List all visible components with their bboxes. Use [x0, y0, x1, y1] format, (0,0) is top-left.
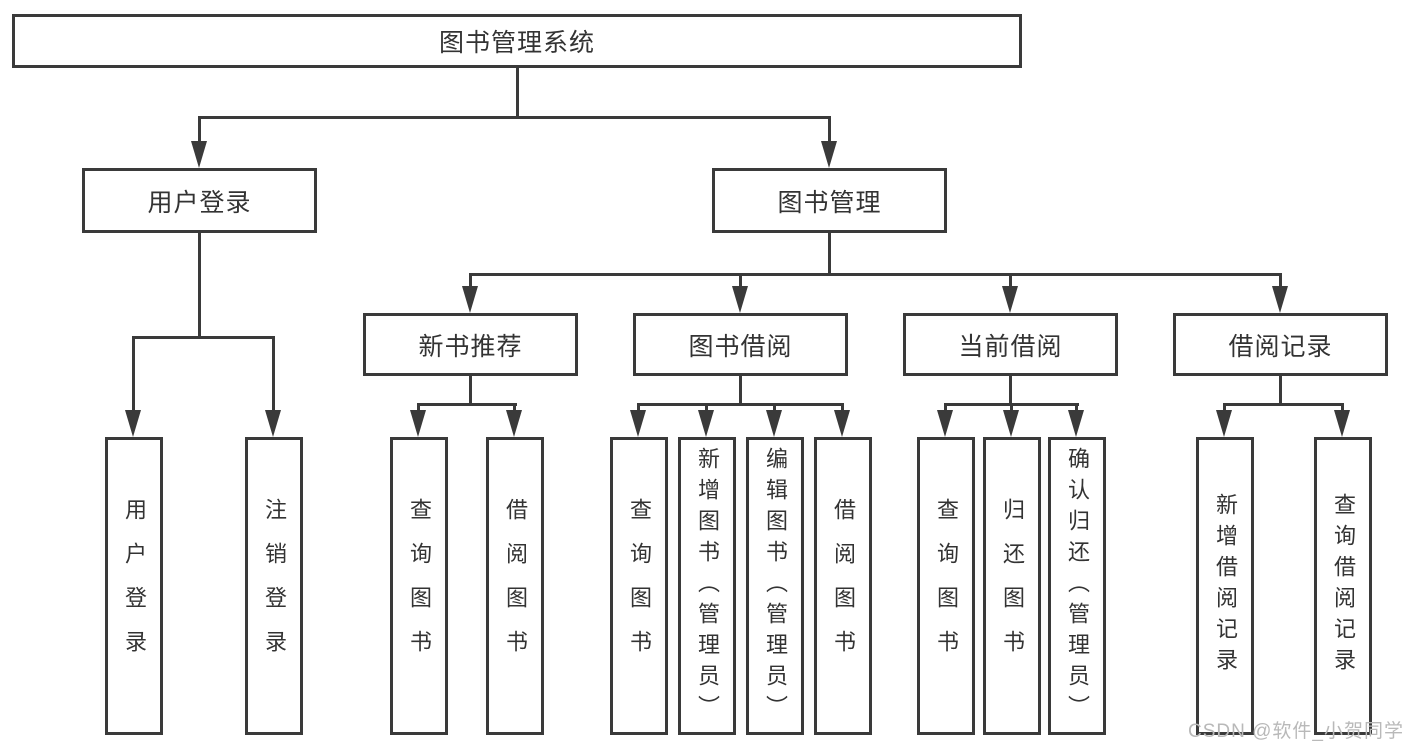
connector — [469, 273, 1282, 276]
leaf-query-books-borrow-label: 查询图书 — [627, 498, 652, 674]
leaf-add-books-admin: 新增图书（管理员） — [678, 437, 736, 735]
connector — [739, 376, 742, 405]
leaf-borrow-books: 借阅图书 — [814, 437, 872, 735]
leaf-confirm-return-admin-label: 确认归还（管理员） — [1065, 446, 1090, 726]
node-book-borrow-label: 图书借阅 — [688, 332, 793, 361]
node-book-management-label: 图书管理 — [777, 188, 882, 217]
leaf-borrow-books-label: 借阅图书 — [831, 498, 856, 674]
arrow-down — [462, 286, 478, 313]
arrow-down — [1334, 410, 1350, 437]
arrow-down — [191, 141, 207, 168]
connector — [841, 403, 844, 413]
connector — [198, 233, 201, 337]
connector — [132, 336, 275, 339]
connector — [132, 336, 135, 412]
leaf-user-login: 用户登录 — [105, 437, 163, 735]
arrow-down — [1216, 410, 1232, 437]
arrow-down — [766, 410, 782, 437]
arrow-down — [698, 410, 714, 437]
arrow-down — [732, 286, 748, 313]
connector — [828, 116, 831, 144]
csdn-watermark: CSDN @软件_小贺同学 — [1188, 721, 1404, 742]
node-current-borrow: 当前借阅 — [903, 313, 1118, 376]
arrow-down — [1002, 286, 1018, 313]
arrow-down — [937, 410, 953, 437]
leaf-query-books-recommend-label: 查询图书 — [407, 498, 432, 674]
node-current-borrow-label: 当前借阅 — [958, 332, 1063, 361]
connector — [1075, 403, 1078, 413]
arrow-down — [1003, 410, 1019, 437]
leaf-query-borrow-record: 查询借阅记录 — [1314, 437, 1372, 735]
connector — [1009, 273, 1012, 289]
connector — [417, 403, 420, 413]
node-root: 图书管理系统 — [12, 14, 1022, 68]
connector — [516, 68, 519, 116]
leaf-borrow-books-recommend-label: 借阅图书 — [503, 498, 528, 674]
connector — [637, 403, 844, 406]
leaf-logout: 注销登录 — [245, 437, 303, 735]
node-borrow-record-label: 借阅记录 — [1228, 332, 1333, 361]
leaf-edit-books-admin-label: 编辑图书（管理员） — [763, 446, 788, 726]
arrow-down — [1068, 410, 1084, 437]
node-user-login: 用户登录 — [82, 168, 317, 233]
arrow-down — [125, 410, 141, 437]
leaf-return-books: 归还图书 — [983, 437, 1041, 735]
connector — [272, 336, 275, 412]
leaf-add-borrow-record-label: 新增借阅记录 — [1213, 493, 1238, 679]
connector — [705, 403, 708, 413]
connector — [1279, 273, 1282, 289]
arrow-down — [630, 410, 646, 437]
leaf-return-books-label: 归还图书 — [1000, 498, 1025, 674]
leaf-confirm-return-admin: 确认归还（管理员） — [1048, 437, 1106, 735]
leaf-logout-label: 注销登录 — [262, 498, 287, 674]
connector — [1010, 403, 1013, 413]
node-root-label: 图书管理系统 — [438, 29, 595, 57]
leaf-add-borrow-record: 新增借阅记录 — [1196, 437, 1254, 735]
arrow-down — [821, 141, 837, 168]
leaf-edit-books-admin: 编辑图书（管理员） — [746, 437, 804, 735]
leaf-add-books-admin-label: 新增图书（管理员） — [695, 446, 720, 726]
connector — [469, 273, 472, 289]
arrow-down — [265, 410, 281, 437]
node-book-borrow: 图书借阅 — [633, 313, 848, 376]
leaf-query-books-current: 查询图书 — [917, 437, 975, 735]
arrow-down — [834, 410, 850, 437]
node-new-book-recommend-label: 新书推荐 — [418, 332, 523, 361]
leaf-query-books-borrow: 查询图书 — [610, 437, 668, 735]
leaf-query-books-current-label: 查询图书 — [934, 498, 959, 674]
connector — [198, 116, 201, 144]
node-book-management: 图书管理 — [712, 168, 947, 233]
connector — [637, 403, 640, 413]
node-new-book-recommend: 新书推荐 — [363, 313, 578, 376]
connector — [773, 403, 776, 413]
leaf-query-borrow-record-label: 查询借阅记录 — [1331, 493, 1356, 679]
arrow-down — [410, 410, 426, 437]
leaf-borrow-books-recommend: 借阅图书 — [486, 437, 544, 735]
arrow-down — [506, 410, 522, 437]
leaf-user-login-label: 用户登录 — [122, 498, 147, 674]
connector — [1223, 403, 1344, 406]
connector — [1223, 403, 1226, 413]
leaf-query-books-recommend: 查询图书 — [390, 437, 448, 735]
node-borrow-record: 借阅记录 — [1173, 313, 1388, 376]
connector — [944, 403, 947, 413]
arrow-down — [1272, 286, 1288, 313]
connector — [198, 116, 831, 119]
connector — [513, 403, 516, 413]
connector — [828, 233, 831, 276]
connector — [739, 273, 742, 289]
connector — [1341, 403, 1344, 413]
node-user-login-label: 用户登录 — [147, 188, 252, 217]
connector — [1279, 376, 1282, 405]
connector — [1009, 376, 1012, 405]
connector — [417, 403, 517, 406]
connector — [469, 376, 472, 405]
